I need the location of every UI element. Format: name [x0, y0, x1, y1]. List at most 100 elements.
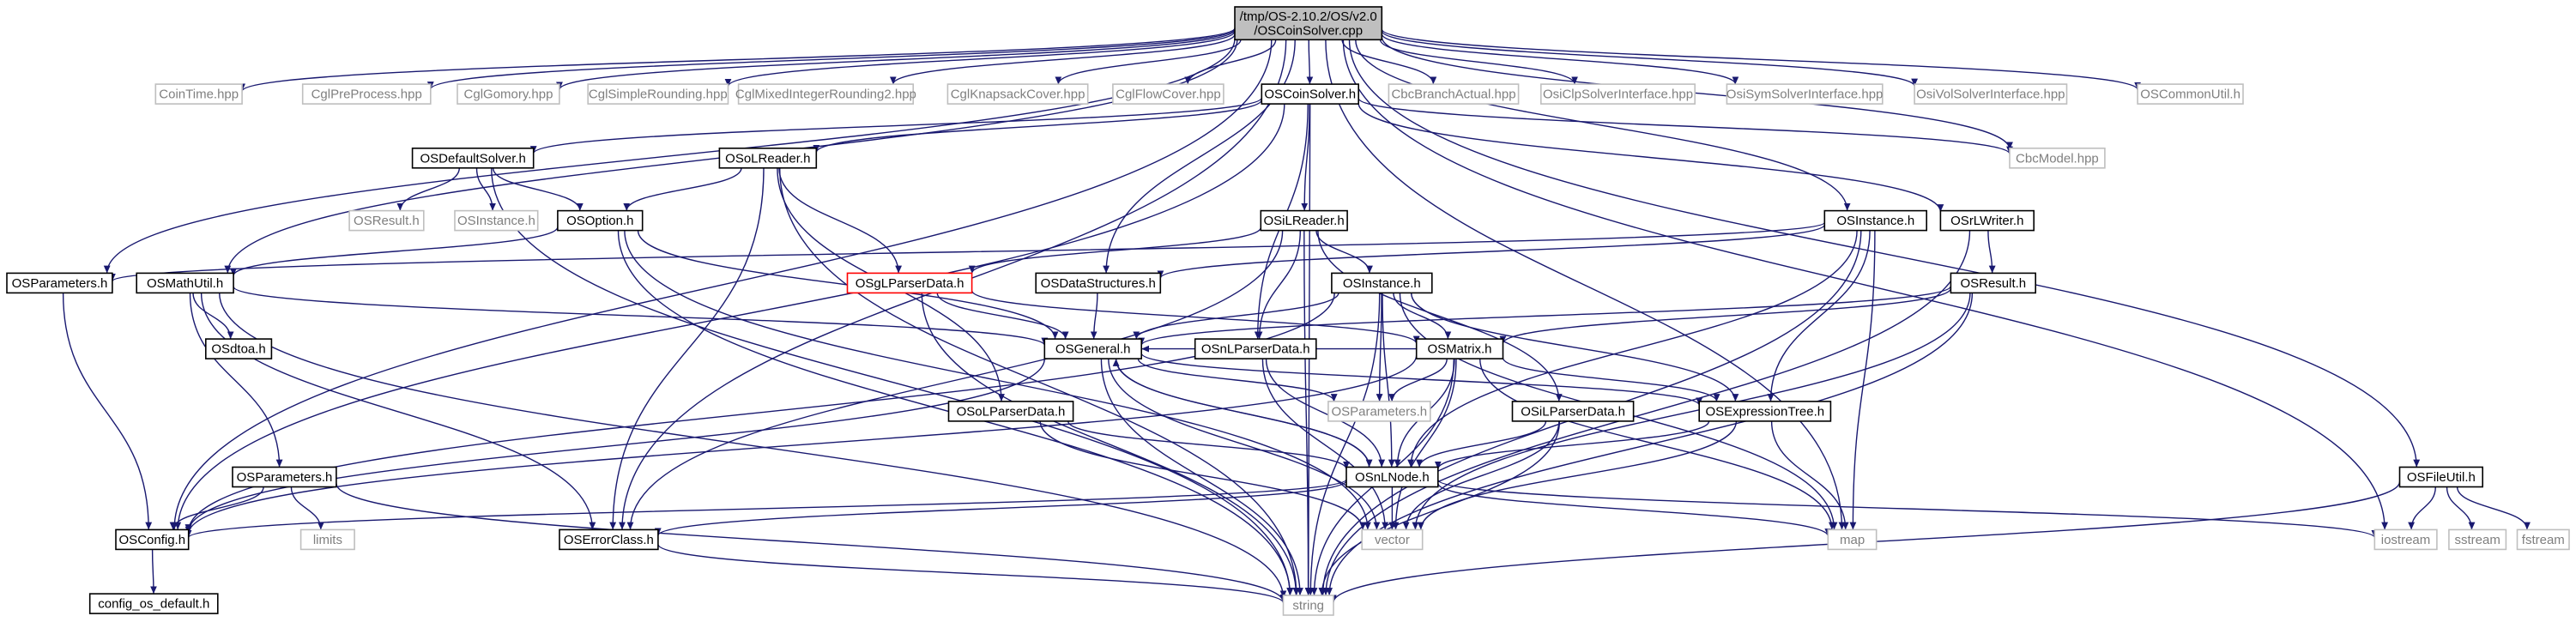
node-box — [1282, 595, 1334, 616]
node-label: OSExpressionTree.h — [1705, 405, 1824, 420]
node-label: OSErrorClass.h — [564, 533, 654, 547]
edge-osglparserdata-to-osmatrix — [971, 290, 1420, 344]
graph-node-cbcbranch[interactable]: CbcBranchActual.hpp — [1388, 83, 1520, 105]
node-box — [1939, 209, 2035, 232]
graph-node-cointime[interactable]: CoinTime.hpp — [154, 83, 243, 105]
graph-node-cglsimple[interactable]: CglSimpleRounding.hpp — [587, 83, 729, 105]
node-box — [1361, 528, 1424, 551]
graph-node-cglmixed[interactable]: CglMixedIntegerRounding2.hpp — [735, 83, 916, 105]
graph-node-osexpressiontree[interactable]: OSExpressionTree.h — [1698, 401, 1832, 422]
edge-root-to-osdatastructures — [1103, 39, 1296, 274]
edge-osmathutil-to-osparameters_b — [189, 293, 283, 468]
graph-node-osnlnode[interactable]: OSnLNode.h — [1345, 466, 1439, 488]
node-box — [88, 593, 219, 614]
graph-node-osinstance-missing[interactable]: OSInstance.h — [454, 209, 539, 232]
graph-node-sstream[interactable]: sstream — [2448, 528, 2507, 551]
edge-root-to-cglsimple — [724, 31, 1236, 88]
graph-node-osparameters-missing[interactable]: OSParameters.h — [1327, 401, 1431, 422]
graph-node-limits[interactable]: limits — [299, 528, 355, 551]
node-box — [559, 528, 659, 551]
node-box — [1827, 528, 1878, 551]
node-box — [6, 272, 113, 294]
edge-osmatrix-to-map — [1479, 359, 1835, 530]
node-label: CglPreProcess.hpp — [311, 88, 422, 102]
edge-osinstance_b-to-osexpressiontree — [1411, 293, 1739, 402]
graph-node-osnlparserdata[interactable]: OSnLParserData.h — [1194, 338, 1317, 359]
graph-node-osiclp[interactable]: OsiClpSolverInterface.hpp — [1540, 83, 1696, 105]
edge-osinstance_b-to-osnlnode — [1382, 293, 1395, 468]
graph-node-osresult[interactable]: OSResult.h — [1950, 272, 2036, 294]
node-label: string — [1292, 599, 1324, 613]
node-box — [1698, 401, 1832, 422]
node-label: limits — [313, 533, 342, 547]
edge-root-to-cglgomory — [556, 29, 1236, 90]
graph-node-osmatrix[interactable]: OSMatrix.h — [1415, 338, 1504, 359]
graph-node-osolreader[interactable]: OSoLReader.h — [718, 148, 818, 169]
edge-osoption-to-osmathutil — [230, 226, 559, 276]
graph-node-osolparserdata[interactable]: OSoLParserData.h — [947, 401, 1074, 422]
graph-node-osglparserdata[interactable]: OSgLParserData.h — [846, 272, 973, 294]
graph-node-osoption[interactable]: OSOption.h — [557, 209, 644, 232]
edge-osexpressiontree-to-map — [1770, 420, 1849, 530]
graph-node-osdtoa[interactable]: OSdtoa.h — [205, 338, 273, 359]
graph-node-osisym[interactable]: OsiSymSolverInterface.hpp — [1726, 83, 1884, 105]
graph-node-osparameters-a[interactable]: OSParameters.h — [6, 272, 113, 294]
node-box — [1540, 83, 1696, 105]
edge-osilreader-to-osilparserdata — [1317, 230, 1563, 402]
graph-node-oscoinsolver-h[interactable]: OSCoinSolver.h — [1261, 83, 1360, 105]
node-label: CglFlowCover.hpp — [1116, 88, 1221, 102]
graph-node-osmathutil[interactable]: OSMathUtil.h — [136, 272, 234, 294]
graph-node-osgeneral[interactable]: OSGeneral.h — [1043, 338, 1143, 359]
node-label: map — [1840, 533, 1865, 547]
graph-node-string[interactable]: string — [1282, 595, 1334, 616]
edge-osilparserdata-to-osnlnode — [1416, 420, 1547, 468]
graph-node-iostream[interactable]: iostream — [2373, 528, 2438, 551]
edge-osoption-to-vector — [624, 230, 1371, 530]
node-label: CglGomory.hpp — [464, 88, 553, 102]
graph-node-osilparserdata[interactable]: OSiLParserData.h — [1511, 401, 1635, 422]
graph-node-vector[interactable]: vector — [1361, 528, 1424, 551]
node-box — [454, 209, 539, 232]
node-label: OSiLReader.h — [1263, 214, 1344, 228]
edge-osdatastructures-to-osgeneral — [1090, 293, 1098, 340]
graph-node-osinstance-b[interactable]: OSInstance.h — [1331, 272, 1433, 294]
graph-node-osfileutil[interactable]: OSFileUtil.h — [2398, 466, 2483, 488]
node-box — [301, 83, 432, 105]
graph-node-osilreader[interactable]: OSiLReader.h — [1260, 209, 1348, 232]
graph-node-fstream[interactable]: fstream — [2516, 528, 2570, 551]
graph-node-cglgomory[interactable]: CglGomory.hpp — [457, 83, 560, 105]
graph-node-osrlwriter[interactable]: OSrLWriter.h — [1939, 209, 2035, 232]
edge-oscoinsolver_h-to-osilreader — [1301, 104, 1310, 211]
graph-node-configdefault[interactable]: config_os_default.h — [88, 593, 219, 614]
graph-node-osparameters-b[interactable]: OSParameters.h — [232, 466, 337, 488]
graph-node-cglflow[interactable]: CglFlowCover.hpp — [1112, 83, 1225, 105]
node-box — [1043, 338, 1143, 359]
edge-osfileutil-to-iostream — [2408, 486, 2436, 530]
edge-oscoinsolver_h-to-osrlwriter — [1358, 103, 1944, 212]
graph-node-osdatastructures[interactable]: OSDataStructures.h — [1035, 272, 1162, 294]
graph-node-root[interactable]: /tmp/OS-2.10.2/OS/v2.0/OSCoinSolver.cpp — [1234, 6, 1383, 41]
node-box — [1035, 272, 1162, 294]
graph-node-oscommonutil[interactable]: OSCommonUtil.h — [2137, 83, 2244, 105]
edge-osparameters_b-to-string — [336, 483, 1287, 602]
node-label: OSConfig.h — [119, 533, 186, 547]
graph-node-map[interactable]: map — [1827, 528, 1878, 551]
node-label: CbcModel.hpp — [2016, 151, 2099, 166]
graph-node-osivol[interactable]: OsiVolSolverInterface.hpp — [1914, 83, 2068, 105]
graph-node-osinstance-a[interactable]: OSInstance.h — [1823, 209, 1928, 232]
graph-node-osresult-missing[interactable]: OSResult.h — [348, 209, 425, 232]
edge-osdefaultsolver-to-osresult_missing — [396, 167, 460, 211]
node-label: CglKnapsackCover.hpp — [951, 88, 1085, 102]
graph-node-cbcmodel[interactable]: CbcModel.hpp — [2009, 148, 2106, 169]
graph-node-cglpre[interactable]: CglPreProcess.hpp — [301, 83, 432, 105]
edge-osinstance_b-to-osconfig — [184, 293, 1335, 533]
edge-osinstance_a-to-osexpressiontree — [1767, 230, 1871, 402]
graph-node-oserrorclass[interactable]: OSErrorClass.h — [559, 528, 659, 551]
graph-node-cglknap[interactable]: CglKnapsackCover.hpp — [946, 83, 1089, 105]
node-label: OSoLReader.h — [725, 151, 810, 166]
graph-node-osdefaultsolver[interactable]: OSDefaultSolver.h — [411, 148, 535, 169]
edge-osilparserdata-to-vector — [1402, 420, 1560, 530]
graph-node-osconfig[interactable]: OSConfig.h — [115, 528, 190, 551]
edge-osdefaultsolver-to-osoption — [492, 167, 584, 211]
